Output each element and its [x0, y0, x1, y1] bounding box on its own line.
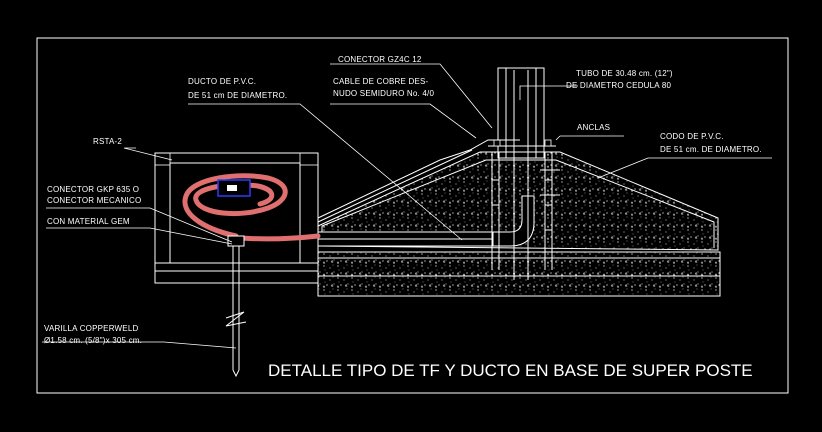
annotations: CONECTOR GZ4C 12 TUBO DE 30.48 cm. (12")… — [44, 55, 762, 380]
label-anclas: ANCLAS — [577, 123, 610, 132]
label-material-gem: CON MATERIAL GEM — [47, 217, 130, 226]
pvc-duct — [317, 195, 535, 247]
base-slab — [317, 251, 721, 297]
label-codo-line1: CODO DE P.V.C. — [660, 132, 724, 141]
label-conector-gz4c: CONECTOR GZ4C 12 — [338, 55, 422, 64]
label-codo-line2: DE 51 cm. DE DIAMETRO. — [660, 145, 762, 154]
label-ducto-line2: DE 51 cm DE DIAMETRO. — [188, 91, 287, 100]
label-ducto-line1: DUCTO DE P.V.C. — [188, 77, 256, 86]
label-varilla-line1: VARILLA COPPERWELD — [44, 324, 138, 333]
cable-loop — [182, 173, 321, 242]
anchor-bolts — [491, 152, 560, 270]
pole-tube — [488, 67, 556, 280]
label-cable-line2: NUDO SEMIDURO No. 4/0 — [333, 89, 434, 98]
bare-copper-cable — [317, 139, 520, 219]
label-conector-gkp-line1: CONECTOR GKP 635 O — [47, 185, 139, 194]
label-rsta: RSTA-2 — [93, 137, 122, 146]
label-tubo-line1: TUBO DE 30.48 cm. (12") — [576, 69, 673, 78]
concrete-base — [317, 151, 721, 297]
leader-lines — [42, 63, 772, 349]
label-tubo-line2: DE DIAMETRO CEDULA 80 — [566, 81, 671, 90]
pvc-elbow — [492, 195, 535, 247]
label-conector-gkp-line2: CONECTOR MECANICO — [47, 196, 141, 205]
ground-rod — [225, 235, 247, 378]
drawing-frame — [36, 37, 789, 394]
label-cable-line1: CABLE DE COBRE DES- — [333, 77, 429, 86]
drawing-title: DETALLE TIPO DE TF Y DUCTO EN BASE DE SU… — [268, 361, 753, 380]
label-varilla-line2: Ø1.58 cm. (5/8")x 305 cm. — [44, 336, 142, 345]
registry-box-rsta2 — [154, 152, 319, 284]
